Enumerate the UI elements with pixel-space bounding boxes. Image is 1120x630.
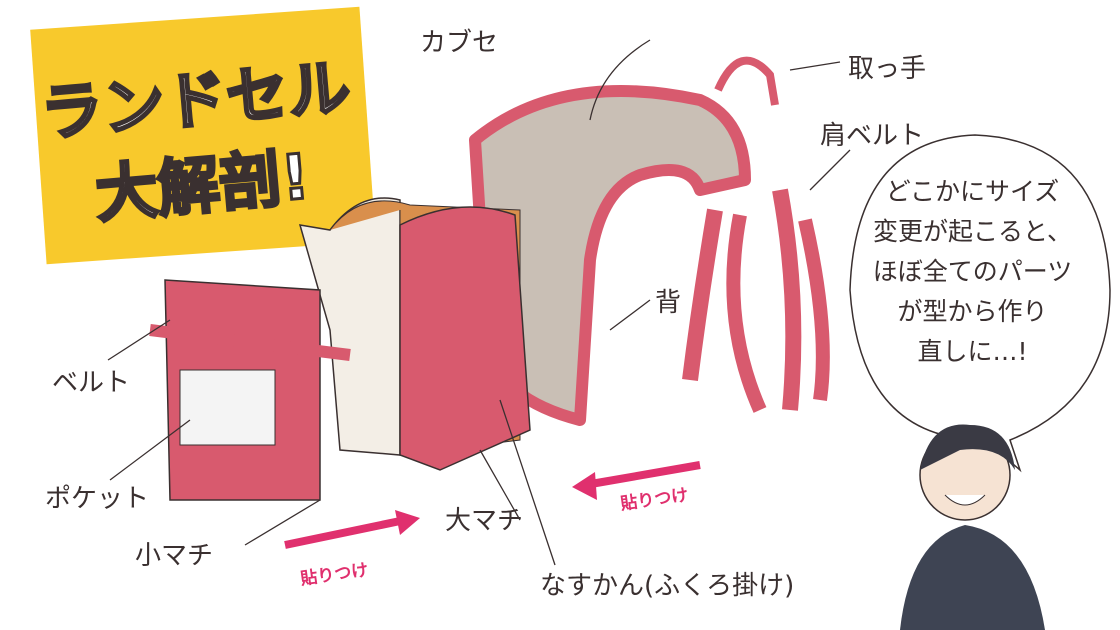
person-illustration: [900, 424, 1045, 630]
bubble-line: どこかにサイズ: [885, 177, 1060, 206]
label-large-gusset: 大マチ: [445, 506, 524, 536]
shoulder-belt-part: [682, 188, 802, 411]
bubble-line: が型から作り: [897, 297, 1048, 326]
speech-bubble-text: どこかにサイズ 変更が起こると、 ほぼ全てのパーツ が型から作り 直しに…!: [865, 172, 1080, 372]
label-handle: 取っ手: [848, 54, 927, 84]
label-belt: ベルト: [52, 368, 131, 398]
label-nasukan: なすかん(ふくろ掛け): [540, 571, 795, 601]
handle-part: [714, 56, 779, 106]
paste-arrow-left: [584, 461, 701, 489]
bubble-line: 直しに…!: [917, 337, 1028, 366]
bubble-line: ほぼ全てのパーツ: [872, 257, 1073, 286]
name-window: [179, 369, 276, 446]
paste-arrow-right: [284, 516, 406, 549]
label-kabuse: カブセ: [420, 28, 499, 58]
label-shoulder-belt: 肩ベルト: [820, 121, 925, 151]
flap-kabuse: [469, 85, 751, 426]
label-back: 背: [655, 288, 682, 318]
label-pocket: ポケット: [45, 484, 150, 514]
bubble-line: 変更が起こると、: [872, 217, 1072, 246]
label-small-gusset: 小マチ: [135, 541, 214, 571]
